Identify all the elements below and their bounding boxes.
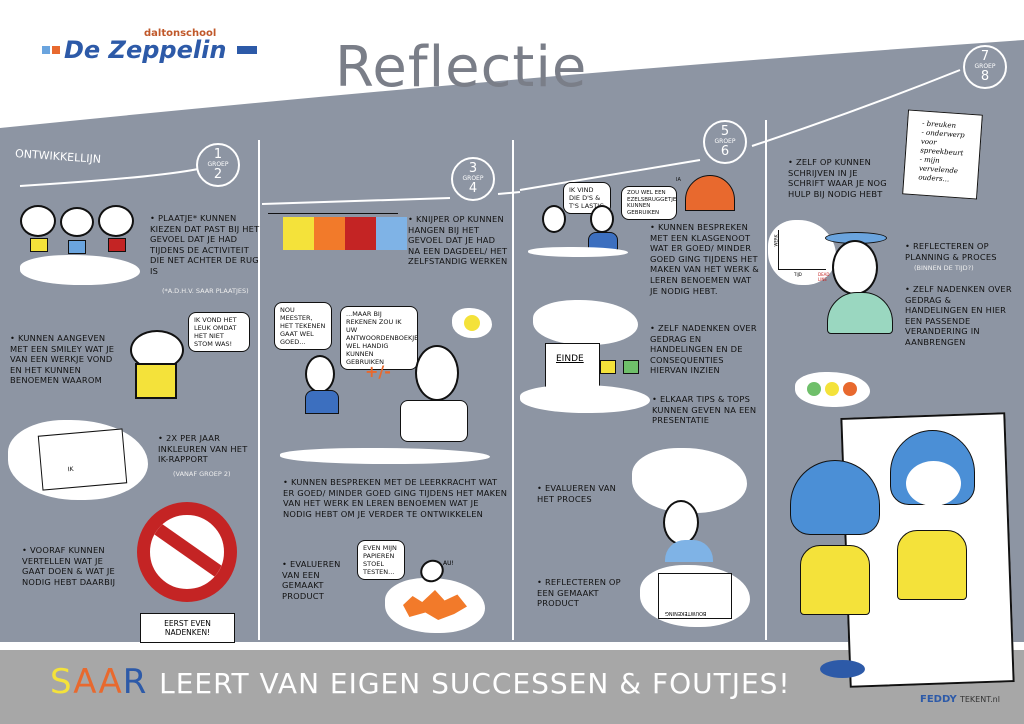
- column-divider: [258, 140, 260, 640]
- illustrator-credit: FEDDY TEKENT.nl: [920, 694, 1000, 705]
- school-logo: daltonschool De Zeppelin: [42, 28, 262, 78]
- text-evalueren-proces: Evalueren van het proces: [537, 483, 617, 504]
- figure-happy: [20, 205, 56, 237]
- feeling-card-happy: [283, 217, 314, 250]
- text-bespreken-klasgenoot: Kunnen bespreken met een klasgenoot wat …: [650, 222, 762, 296]
- column-divider: [765, 120, 767, 640]
- mirror-reflection-dress: [897, 530, 967, 600]
- smiley-card-yellow: [30, 238, 48, 252]
- speech-bubble-student: Nou meester, het tekenen gaat wel goed..…: [274, 302, 332, 350]
- text-gedrag-consequenties: Zelf nadenken over gedrag en handelingen…: [650, 323, 762, 376]
- saar-hair: [790, 460, 880, 535]
- teacher-figure: [415, 345, 459, 401]
- text-vooraf-vertellen: Vooraf kunnen vertellen wat je gaat doen…: [22, 545, 122, 587]
- lightbulb-icon: [600, 360, 616, 374]
- mirror-reflection-hair: [890, 430, 975, 506]
- logo-name: De Zeppelin: [64, 36, 227, 64]
- note-saar-plaatjes: (*a.d.h.v. SAAR plaatjes): [162, 287, 249, 295]
- donkey-bridge-icon: [685, 175, 735, 211]
- thought-cloud-chart: WERK TIJD DEAD LINE: [768, 220, 836, 285]
- text-evalueren-product: Evalueren van een gemaakt product: [282, 559, 352, 601]
- page-title: Reflectie: [335, 35, 588, 100]
- classmate-figure: [542, 205, 566, 233]
- speech-bubble-chair: Even mijn papieren stoel testen...: [357, 540, 405, 580]
- text-planning-proces: Reflecteren op planning & proces: [905, 241, 1017, 262]
- thumbs-up-icon: [623, 360, 639, 374]
- teacher-chair: [400, 400, 468, 442]
- donkey-sound: IA: [676, 177, 681, 183]
- sign-eerst-nadenken: Eerst even nadenken!: [140, 613, 235, 643]
- reflecting-figure: [832, 240, 878, 295]
- floor-shadow: [280, 448, 490, 464]
- logo-subtitle: daltonschool: [144, 28, 217, 39]
- feeling-card-sad: [376, 217, 407, 250]
- au-exclamation: AU!: [443, 560, 454, 567]
- audience-drawing: [520, 385, 650, 413]
- text-bespreken-leerkracht: Kunnen bespreken met de leerkracht wat e…: [283, 477, 508, 519]
- text-reflecteren-product: Reflecteren op een gemaakt product: [537, 577, 627, 609]
- feeling-card-tired: [314, 217, 345, 250]
- student-shirt: [305, 390, 339, 414]
- speech-bubble: Ik vond het leuk omdat het niet stom was…: [188, 312, 250, 352]
- text-passende-verandering: Zelf nadenken over gedrag & handelingen …: [905, 284, 1017, 348]
- saar-dress: [800, 545, 870, 615]
- thought-cloud-faces: [795, 372, 870, 407]
- note-line: - mijn vervelende ouders...: [918, 155, 959, 184]
- saar-shoes: [820, 660, 865, 678]
- text-ik-rapport: 2x per jaar inkleuren van het ik-rapport: [158, 433, 248, 465]
- text-knijper: Knijper op kunnen hangen bij het gevoel …: [408, 214, 508, 267]
- figure-angry: [98, 205, 134, 237]
- feeling-card-angry: [345, 217, 376, 250]
- note-line: - onderwerp voor spreekbeurt: [919, 128, 965, 158]
- text-plaatje-kiezen: Plaatje* kunnen kiezen dat past bij het …: [150, 213, 262, 277]
- text-tips-tops: Elkaar tips & tops kunnen geven na een p…: [652, 394, 757, 426]
- note-vanaf-groep: (vanaf groep 2): [173, 470, 231, 478]
- note-binnen-tijd: (binnen de tijd?): [914, 264, 974, 272]
- student-figure: [305, 355, 335, 393]
- figure-sweater: [827, 292, 893, 334]
- speech-bubble-1: Ik vind die D's & T's lastig: [563, 182, 611, 214]
- text-schrift-hulp: Zelf op kunnen schrijven in je schrift w…: [788, 157, 888, 199]
- thinking-figure: [663, 500, 699, 545]
- student-figure: [590, 205, 614, 233]
- desk: Bouwtekening: [640, 565, 750, 627]
- crash-drawing: [385, 578, 485, 633]
- column-divider: [512, 140, 514, 640]
- speech-bubble-student-2: ...maar bij rekenen zou ik uw antwoorden…: [340, 306, 418, 370]
- smiley-card: [135, 363, 177, 399]
- figure-shirt: [665, 540, 713, 562]
- text-smiley-aangeven: Kunnen aangeven met een smiley wat je va…: [10, 333, 115, 386]
- footer-slogan: SAAR LEERT VAN EIGEN SUCCESSEN & FOUTJES…: [50, 662, 791, 702]
- table-shadow: [528, 247, 628, 257]
- plus-minus-mark: +/-: [365, 362, 391, 381]
- stop-sign: [137, 502, 237, 602]
- notebook: - breuken - onderwerp voor spreekbeurt -…: [902, 109, 983, 200]
- speech-bubble-2: Zou wel een ezelsbruggetje kunnen gebrui…: [621, 186, 677, 220]
- thought-cloud: [452, 308, 492, 338]
- smiley-card-blue: [68, 240, 86, 254]
- clothesline: [268, 213, 398, 214]
- smiley-card-red: [108, 238, 126, 252]
- figure-sad: [60, 207, 94, 237]
- ik-rapport-paper: IK: [37, 428, 128, 491]
- thought-cloud: [533, 300, 638, 345]
- ground-shadow: [20, 255, 140, 285]
